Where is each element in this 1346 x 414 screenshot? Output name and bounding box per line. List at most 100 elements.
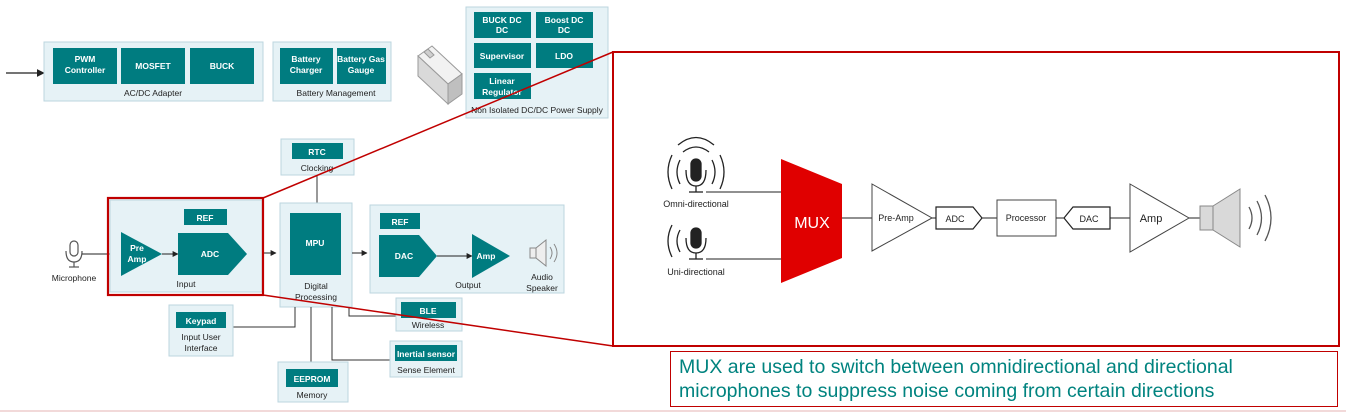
- ble-panel: BLE Wireless: [395, 297, 463, 332]
- battery-charger-block[interactable]: Battery Charger: [280, 48, 333, 84]
- output-dac-block[interactable]: DAC: [379, 235, 437, 277]
- detail-dac-block[interactable]: DAC: [1063, 206, 1111, 230]
- keypad-block[interactable]: Keypad: [176, 312, 226, 328]
- audio-speaker-label-2: Speaker: [526, 283, 558, 293]
- input-preamp-label-2: Amp: [128, 254, 147, 264]
- mpu-label: MPU: [306, 238, 325, 248]
- input-highlight-box: [106, 196, 265, 297]
- inertial-sensor-block[interactable]: Inertial sensor: [395, 345, 457, 361]
- mpu-panel: MPU Digital Processing: [279, 202, 353, 308]
- eeprom-block[interactable]: EEPROM: [286, 369, 338, 387]
- battery-gas-gauge-label-1: Battery Gas: [337, 54, 385, 64]
- linear-regulator-label-1: Linear: [489, 76, 515, 86]
- input-panel: REF Pre Amp ADC Input: [109, 199, 263, 293]
- omni-microphone-icon: [667, 136, 725, 193]
- microphone-icon: [65, 240, 83, 268]
- detail-adc-block[interactable]: ADC: [935, 206, 983, 230]
- dcdc-power-supply-panel: BUCK DC DC Boost DC DC Supervisor LDO Li…: [465, 6, 609, 119]
- bus-connectors: [233, 307, 396, 362]
- uni-directional-label: Uni-directional: [667, 267, 725, 277]
- input-preamp-block[interactable]: Pre Amp: [121, 232, 162, 276]
- memory-label: Memory: [297, 390, 328, 400]
- zoom-line-top: [262, 51, 614, 199]
- input-adc-block[interactable]: ADC: [178, 233, 247, 275]
- omni-directional-label: Omni-directional: [663, 199, 729, 209]
- audio-speaker-label-1: Audio: [531, 272, 553, 282]
- pwm-controller-label-1: PWM: [75, 54, 96, 64]
- detail-speaker-icon: [1199, 188, 1272, 248]
- detail-panel: Omni-directional Uni-directional MUX Pre…: [612, 51, 1340, 347]
- detail-preamp-block[interactable]: Pre-Amp: [871, 183, 934, 252]
- uni-microphone-icon: [667, 224, 707, 260]
- microphone-label: Microphone: [52, 273, 97, 283]
- detail-processor-block[interactable]: Processor: [996, 199, 1057, 237]
- linear-regulator-block[interactable]: Linear Regulator: [474, 73, 531, 99]
- pwm-controller-block[interactable]: PWM Controller: [53, 48, 117, 84]
- boost-dc-dc-label-1: Boost DC: [545, 15, 584, 25]
- input-user-interface-label-1: Input User: [181, 332, 220, 342]
- eeprom-label: EEPROM: [294, 374, 331, 384]
- output-amp-block[interactable]: Amp: [472, 234, 510, 278]
- ac-dc-adapter-label: AC/DC Adapter: [124, 88, 182, 98]
- eeprom-panel: EEPROM Memory: [277, 361, 349, 403]
- ble-block[interactable]: BLE: [401, 302, 456, 318]
- buck-dc-dc-label-2: DC: [496, 25, 508, 35]
- input-user-interface-label-2: Interface: [184, 343, 217, 353]
- digital-processing-label-2: Processing: [295, 292, 337, 302]
- supervisor-block[interactable]: Supervisor: [474, 43, 531, 68]
- mux-block[interactable]: MUX: [781, 159, 842, 283]
- battery-icon: [417, 45, 463, 106]
- keypad-label: Keypad: [186, 316, 217, 326]
- rtc-block[interactable]: RTC: [292, 143, 343, 159]
- mosfet-label: MOSFET: [135, 61, 171, 71]
- clocking-label: Clocking: [301, 163, 334, 173]
- caption-line-1: MUX are used to switch between omnidirec…: [679, 356, 1233, 378]
- buck-dc-dc-block[interactable]: BUCK DC DC: [474, 12, 531, 38]
- output-ref-label: REF: [392, 217, 409, 227]
- linear-regulator-label-2: Regulator: [482, 87, 522, 97]
- digital-processing-label-1: Digital: [304, 281, 328, 291]
- buck-label: BUCK: [210, 61, 235, 71]
- rtc-label: RTC: [308, 147, 325, 157]
- output-ref-block[interactable]: REF: [380, 213, 420, 229]
- mosfet-block[interactable]: MOSFET: [121, 48, 185, 84]
- output-panel: REF DAC Amp Output Audio Speaker: [369, 204, 565, 294]
- boost-dc-dc-label-2: DC: [558, 25, 570, 35]
- detail-preamp-label: Pre-Amp: [878, 213, 914, 223]
- detail-dac-label: DAC: [1079, 214, 1099, 224]
- boost-dc-dc-block[interactable]: Boost DC DC: [536, 12, 593, 38]
- output-dac-label: DAC: [395, 251, 413, 261]
- caption-box: MUX are used to switch between omnidirec…: [670, 351, 1338, 407]
- input-preamp-label-1: Pre: [130, 243, 144, 253]
- input-adc-label: ADC: [201, 249, 219, 259]
- inertial-sensor-panel: Inertial sensor Sense Element: [389, 340, 463, 378]
- detail-amp-block[interactable]: Amp: [1129, 183, 1191, 253]
- rtc-panel: RTC Clocking: [280, 138, 355, 176]
- mux-label: MUX: [794, 215, 830, 232]
- keypad-panel: Keypad Input User Interface: [168, 304, 234, 357]
- ldo-label: LDO: [555, 51, 573, 61]
- input-label: Input: [177, 279, 197, 289]
- detail-amp-label: Amp: [1140, 213, 1163, 225]
- battery-charger-label-2: Charger: [290, 65, 323, 75]
- caption-line-2: microphones to suppress noise coming fro…: [679, 380, 1215, 402]
- input-ref-label: REF: [197, 213, 214, 223]
- output-label: Output: [455, 280, 481, 290]
- ble-label: BLE: [420, 306, 437, 316]
- zoom-line-bottom: [262, 294, 614, 347]
- battery-gas-gauge-label-2: Gauge: [348, 65, 375, 75]
- supervisor-label: Supervisor: [480, 51, 525, 61]
- output-amp-label: Amp: [477, 251, 496, 261]
- inertial-sensor-label: Inertial sensor: [397, 349, 456, 359]
- battery-charger-label-1: Battery: [291, 54, 321, 64]
- detail-adc-label: ADC: [945, 214, 965, 224]
- dcdc-power-supply-label: Non Isolated DC/DC Power Supply: [471, 105, 604, 115]
- input-ref-block[interactable]: REF: [184, 209, 227, 225]
- pwm-controller-label-2: Controller: [65, 65, 106, 75]
- battery-gas-gauge-block[interactable]: Battery Gas Gauge: [337, 48, 386, 84]
- ac-dc-adapter-panel: PWM Controller MOSFET BUCK AC/DC Adapter: [43, 41, 264, 102]
- detail-processor-label: Processor: [1006, 213, 1047, 223]
- mpu-block[interactable]: MPU: [290, 213, 341, 275]
- wireless-label: Wireless: [412, 320, 445, 330]
- buck-block[interactable]: BUCK: [190, 48, 254, 84]
